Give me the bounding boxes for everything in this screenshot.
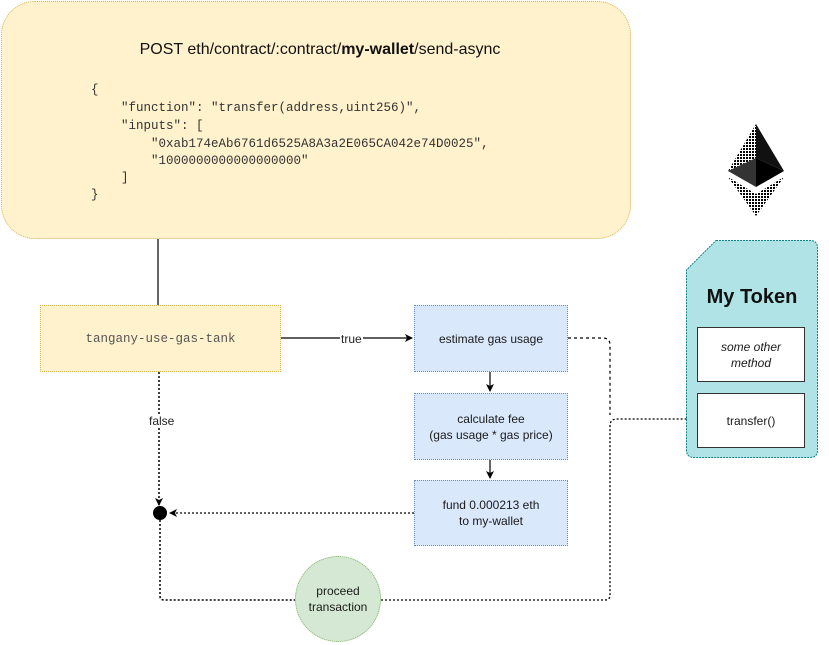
edge-merge-to-proceed	[159, 520, 295, 601]
decision-label: tangany-use-gas-tank	[85, 331, 236, 346]
edge-estimate-to-transfer	[568, 337, 611, 415]
proceed-label: proceed	[316, 584, 360, 598]
merge-node-icon	[153, 506, 167, 520]
http-method: POST	[139, 41, 183, 58]
code-line: {	[91, 83, 99, 97]
method-label: method	[730, 355, 772, 370]
method-transfer: transfer()	[697, 393, 805, 448]
step-calculate-fee: calculate fee (gas usage * gas price)	[414, 393, 568, 460]
step-estimate-gas: estimate gas usage	[414, 305, 568, 372]
step-fund-wallet: fund 0.000213 eth to my-wallet	[414, 480, 568, 546]
step-label: fund 0.000213 eth	[442, 498, 540, 512]
step-label: calculate fee	[457, 411, 525, 426]
decision-gas-tank: tangany-use-gas-tank	[40, 305, 281, 372]
step-label: (gas usage * gas price)	[429, 427, 553, 442]
step-label: to my-wallet	[458, 514, 523, 528]
code-line: "0xab174eAb6761d6525A8A3a2E065CA042e74D0…	[91, 137, 489, 151]
edge-proceed-to-transfer	[381, 418, 697, 601]
request-card	[1, 1, 631, 239]
method-label: transfer()	[726, 413, 776, 428]
method-label: some other	[720, 339, 782, 354]
code-line: }	[91, 188, 99, 202]
edge-label-true: true	[340, 332, 363, 346]
proceed-transaction-node: proceed transaction	[295, 556, 381, 642]
code-line: "inputs": [	[91, 119, 204, 133]
edge-label-false: false	[148, 414, 176, 428]
code-line: "function": "transfer(address,uint256)",	[91, 101, 422, 115]
code-line: ]	[91, 171, 129, 185]
ethereum-logo-icon	[728, 124, 784, 216]
path-wallet: my-wallet	[341, 41, 415, 58]
token-title: My Token	[706, 286, 798, 308]
method-some-other: some other method	[697, 327, 805, 382]
path-suffix: /send-async	[414, 41, 501, 58]
step-label: estimate gas usage	[438, 331, 544, 346]
request-endpoint: POST eth/contract/:contract/my-wallet/se…	[0, 41, 640, 59]
path-prefix: eth/contract/:contract/	[187, 41, 342, 58]
code-line: "1000000000000000000"	[91, 154, 309, 168]
proceed-label: transaction	[308, 600, 368, 614]
